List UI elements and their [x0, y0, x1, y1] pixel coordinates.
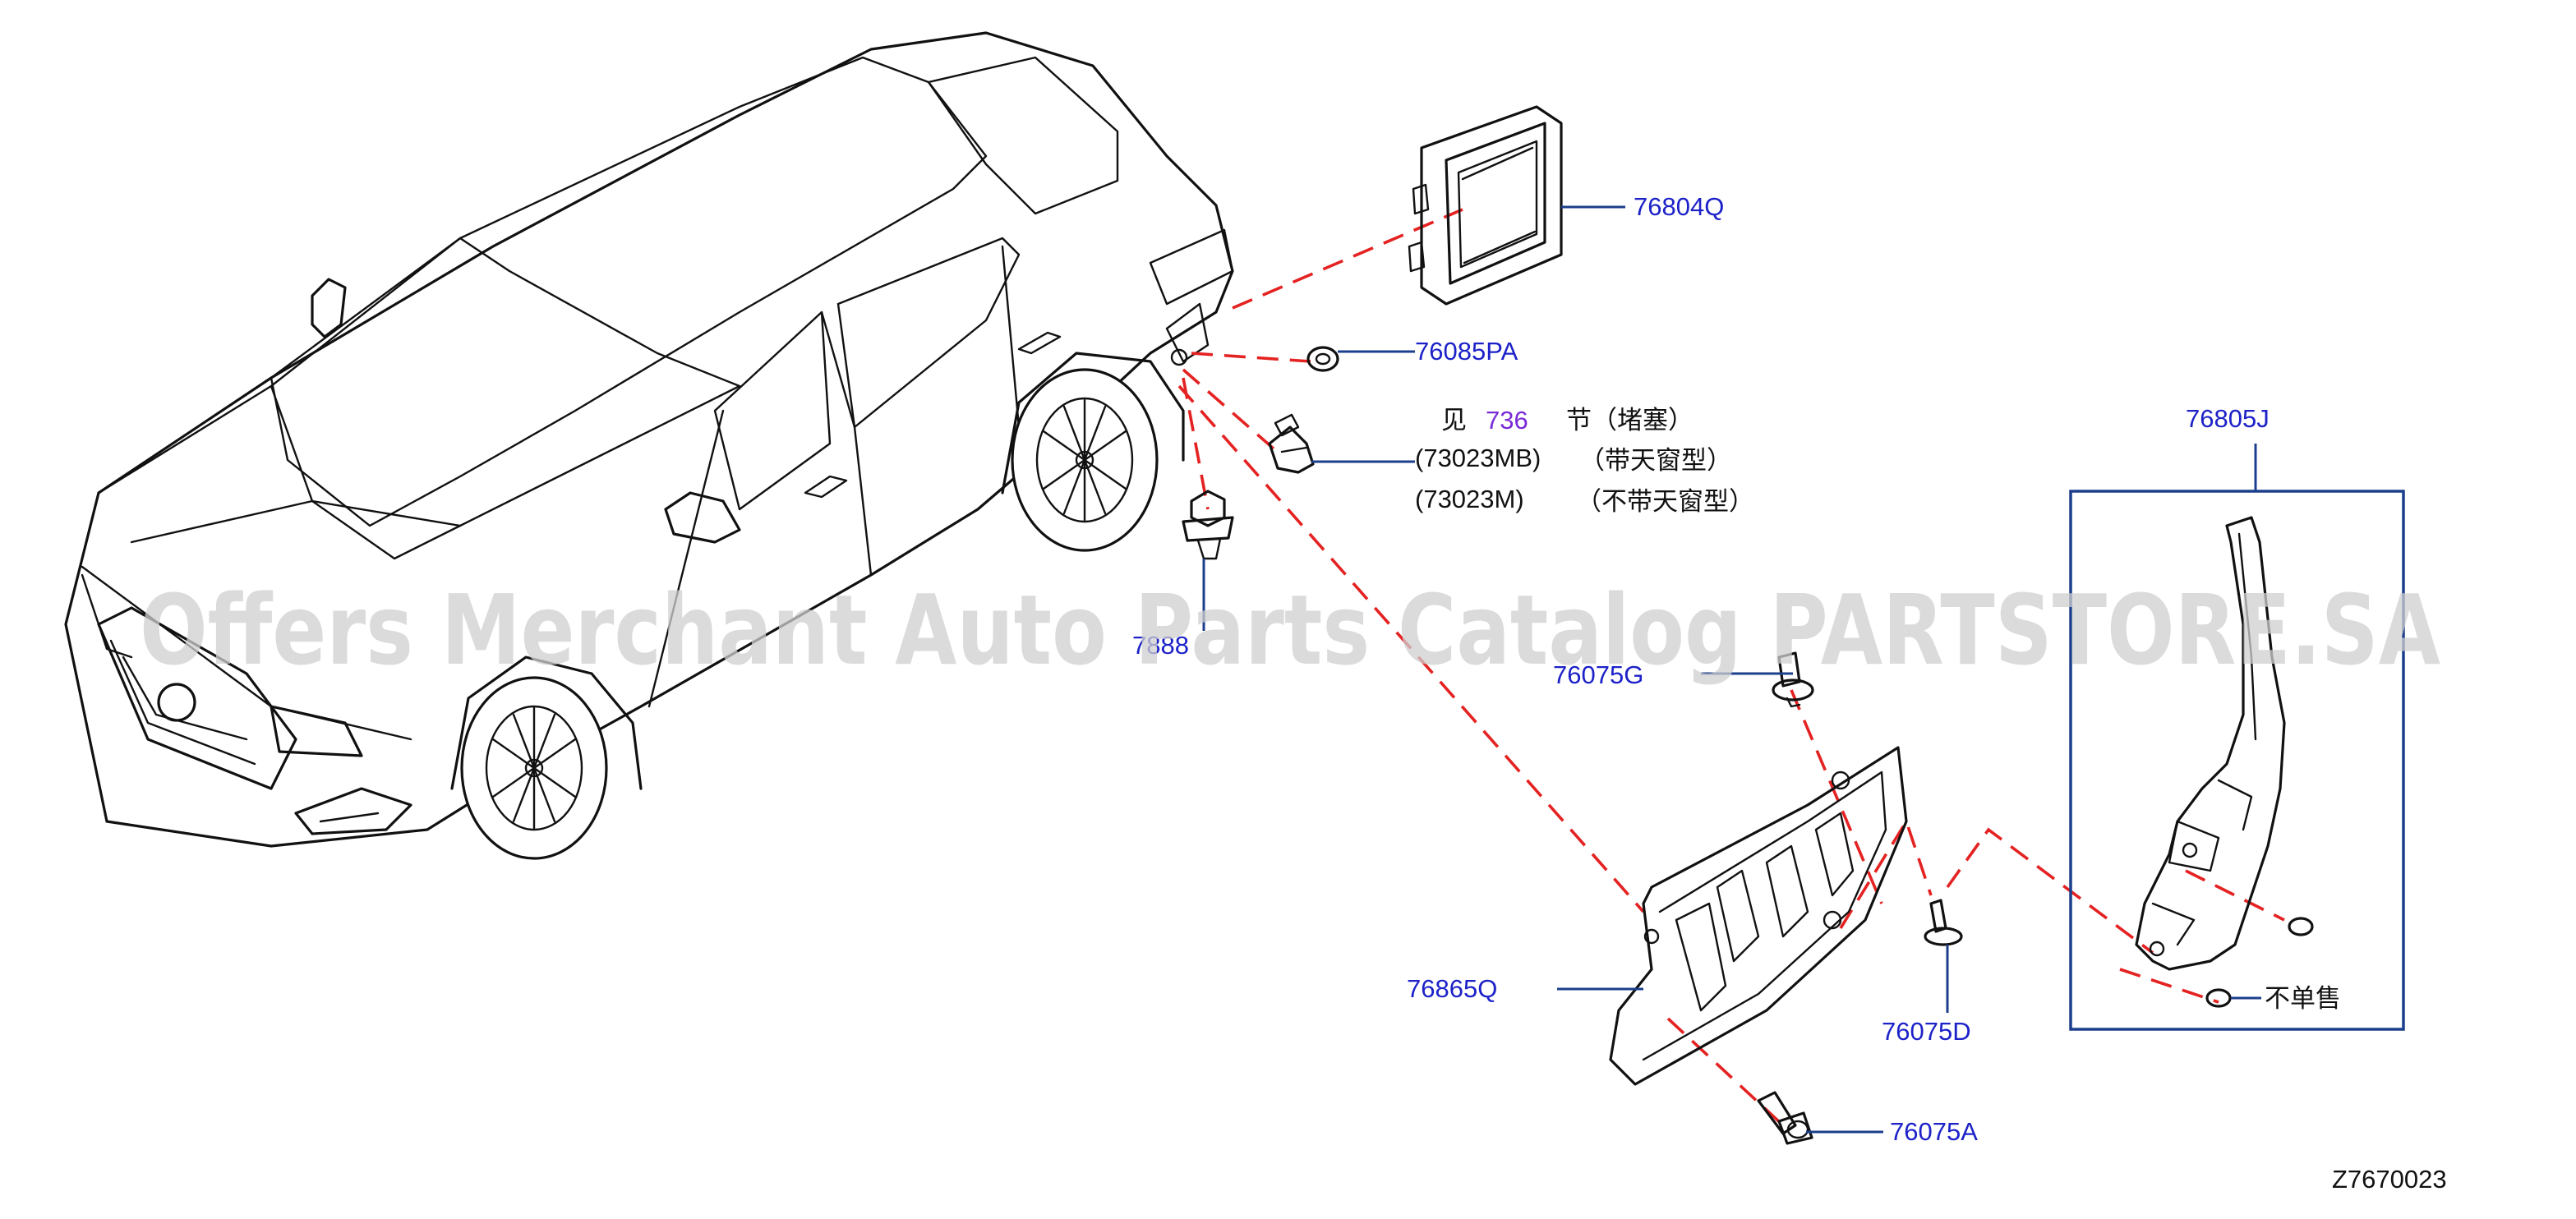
figure-code: Z7670023 [2332, 1165, 2447, 1194]
part-7888-clip [1182, 490, 1234, 560]
label-73023M[interactable]: (73023M) [1415, 485, 1524, 513]
leader-lines [1202, 205, 2257, 1134]
part-76075D-clip [1924, 899, 1963, 946]
part-76805J-box [2069, 490, 2405, 1031]
label-76804Q[interactable]: 76804Q [1634, 192, 1724, 221]
watermark: Offers Merchant Auto Parts Catalog PARTS… [140, 573, 2440, 687]
part-76804Q-vent-box [1408, 105, 1563, 306]
note-see-prefix: 见 [1441, 406, 1467, 435]
label-76085PA[interactable]: 76085PA [1415, 337, 1518, 366]
part-76075A-bolt [1757, 1091, 1813, 1145]
note-with-sunroof: （带天窗型） [1579, 446, 1732, 476]
label-76865Q[interactable]: 76865Q [1407, 974, 1497, 1003]
label-76075A[interactable]: 76075A [1890, 1117, 1978, 1146]
label-76075G[interactable]: 76075G [1553, 660, 1643, 689]
part-73023MB-clip [1268, 413, 1315, 474]
part-76085PA-grommet [1306, 346, 1339, 372]
label-7888[interactable]: 7888 [1132, 631, 1189, 660]
assembly-dashed-lines [1177, 208, 2285, 1127]
label-73023MB[interactable]: (73023MB) [1415, 444, 1541, 472]
label-76805J[interactable]: 76805J [2186, 404, 2270, 433]
label-76075D[interactable]: 76075D [1882, 1017, 1971, 1046]
part-76075G-clip [1772, 651, 1814, 708]
note-see-suffix: 节（堵塞） [1566, 406, 1694, 435]
note-not-sold-separately: 不单售 [2265, 984, 2341, 1014]
note-without-sunroof: （不带天窗型） [1576, 487, 1754, 517]
part-76865Q-splash-shield [1609, 746, 1908, 1086]
car-illustration [64, 31, 1234, 860]
link-section-736[interactable]: 736 [1486, 406, 1528, 435]
